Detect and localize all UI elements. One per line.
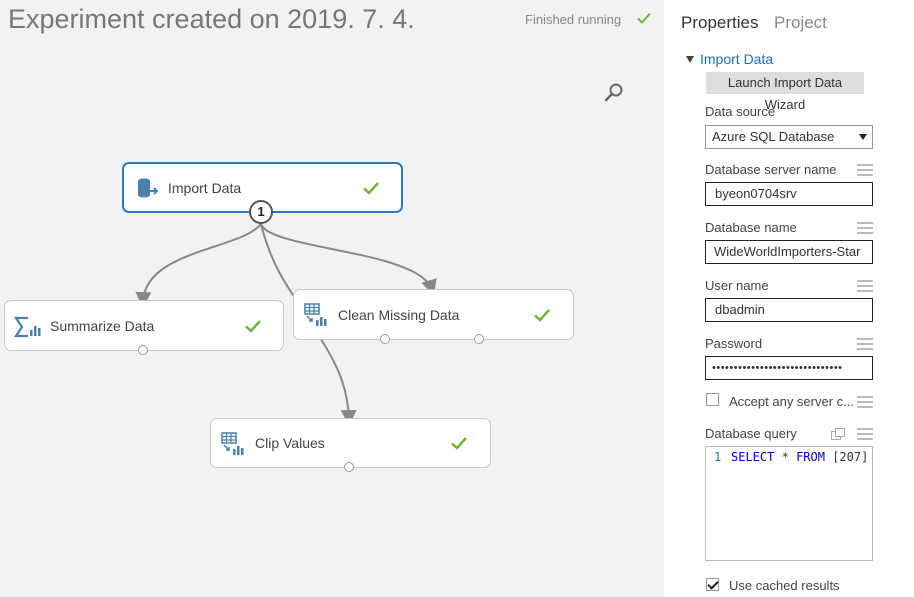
data-source-value: Azure SQL Database xyxy=(712,129,835,144)
output-port[interactable] xyxy=(138,345,148,355)
status-check-icon xyxy=(637,12,651,24)
accept-server-cert-label: Accept any server c... xyxy=(729,394,854,409)
success-check-icon xyxy=(245,319,261,333)
launch-wizard-button[interactable]: Launch Import Data Wizard xyxy=(706,72,864,112)
module-label: Import Data xyxy=(168,179,242,196)
search-icon[interactable] xyxy=(603,82,625,104)
module-label: Clip Values xyxy=(255,435,325,451)
parameter-menu-icon[interactable] xyxy=(857,396,873,410)
data-source-label: Data source xyxy=(705,104,776,119)
query-keyword-select: SELECT xyxy=(731,450,775,464)
password-input[interactable]: •••••••••••••••••••••••••••••• xyxy=(705,356,873,380)
experiment-title: Experiment created on 2019. 7. 4. xyxy=(8,4,415,34)
success-check-icon xyxy=(363,181,379,195)
collapse-triangle-icon xyxy=(686,56,694,63)
output-port-badge[interactable]: 1 xyxy=(249,200,273,224)
query-table: [207] xyxy=(832,450,869,464)
database-name-label: Database name xyxy=(705,220,797,235)
module-clip-values[interactable]: Clip Values xyxy=(210,418,491,468)
popout-editor-icon[interactable] xyxy=(831,428,845,440)
properties-panel: Properties Project Import Data Launch Im… xyxy=(664,0,914,597)
connection-to-clean xyxy=(260,223,437,296)
server-name-input[interactable]: byeon0704srv xyxy=(705,182,873,206)
section-title: Import Data xyxy=(700,51,774,67)
output-port-left[interactable] xyxy=(380,334,390,344)
output-port[interactable] xyxy=(344,462,354,472)
parameter-menu-icon[interactable] xyxy=(857,280,873,294)
run-status: Finished running xyxy=(525,12,622,27)
database-import-icon xyxy=(138,178,159,198)
success-check-icon xyxy=(451,437,467,450)
summarize-icon xyxy=(14,316,41,338)
database-query-label: Database query xyxy=(705,426,797,441)
query-keyword-from: FROM xyxy=(796,450,825,464)
password-label: Password xyxy=(705,336,763,351)
tab-project[interactable]: Project xyxy=(774,13,827,32)
output-port-right[interactable] xyxy=(474,334,484,344)
parameter-menu-icon[interactable] xyxy=(857,428,873,442)
database-name-input[interactable]: WideWorldImporters-Star xyxy=(705,240,873,264)
module-label: Summarize Data xyxy=(50,317,155,334)
parameter-menu-icon[interactable] xyxy=(857,164,873,178)
user-name-label: User name xyxy=(705,278,769,293)
success-check-icon xyxy=(534,308,550,322)
data-transform-icon xyxy=(221,432,244,455)
module-summarize-data[interactable]: Summarize Data xyxy=(4,300,284,351)
module-label: Clean Missing Data xyxy=(338,306,460,323)
tab-properties[interactable]: Properties xyxy=(681,13,759,32)
database-query-editor[interactable]: 1 SELECT * FROM [207] xyxy=(705,446,873,561)
section-header-import-data[interactable]: Import Data xyxy=(686,51,773,67)
connection-to-summarize xyxy=(135,223,262,308)
parameter-menu-icon[interactable] xyxy=(857,222,873,236)
data-source-select[interactable]: Azure SQL Database xyxy=(705,125,873,149)
dropdown-arrow-icon xyxy=(859,134,867,140)
use-cached-results-checkbox[interactable] xyxy=(706,578,719,591)
query-code: SELECT * FROM [207] xyxy=(731,450,868,464)
query-star: * xyxy=(781,450,789,464)
module-clean-missing-data[interactable]: Clean Missing Data xyxy=(293,289,574,340)
accept-server-cert-checkbox[interactable] xyxy=(706,393,719,406)
use-cached-results-label: Use cached results xyxy=(729,578,840,593)
user-name-input[interactable]: dbadmin xyxy=(705,298,873,322)
server-name-label: Database server name xyxy=(705,162,837,177)
experiment-canvas[interactable]: Experiment created on 2019. 7. 4. Finish… xyxy=(0,0,664,597)
data-transform-icon xyxy=(304,303,327,326)
parameter-menu-icon[interactable] xyxy=(857,338,873,352)
line-number: 1 xyxy=(714,450,722,464)
